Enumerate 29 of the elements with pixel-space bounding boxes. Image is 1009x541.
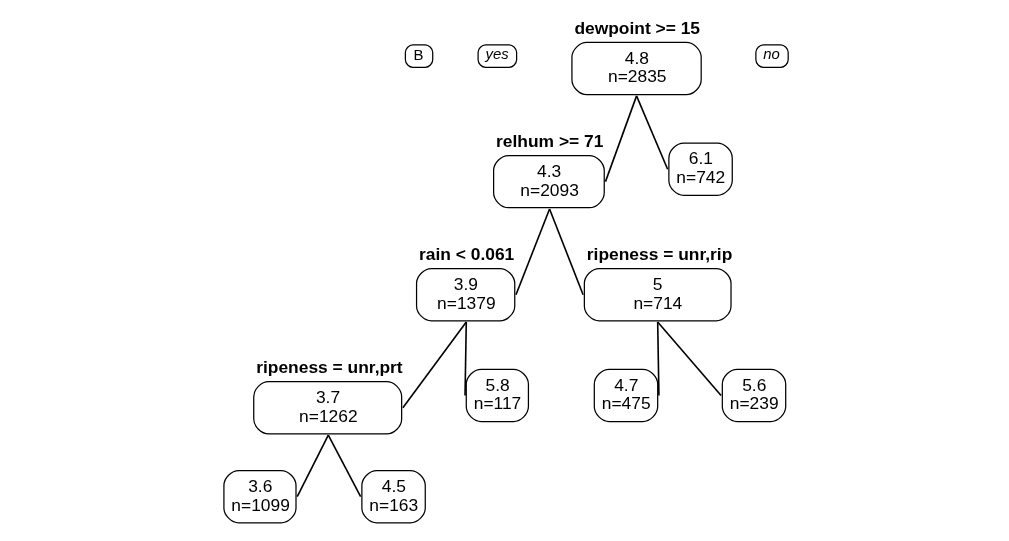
connector (604, 95, 638, 183)
node-box: 3.6 n=1099 (223, 470, 297, 524)
connector (548, 208, 584, 296)
node-label: relhum >= 71 (496, 131, 604, 152)
node-box: 5 n=714 (583, 268, 732, 322)
node-label: dewpoint >= 15 (574, 17, 701, 38)
node-box: 3.7 n=1262 (253, 381, 403, 435)
node-box: 4.7 n=475 (593, 368, 659, 423)
node-box: 4.8 n=2835 (571, 41, 702, 96)
connector (635, 95, 669, 170)
node-box: 5.6 n=239 (721, 368, 787, 423)
node-box: 3.9 n=1379 (415, 268, 516, 322)
node-box: 6.1 n=742 (668, 142, 733, 196)
node-label: rain < 0.061 (419, 244, 515, 265)
node-box: yes (477, 44, 518, 68)
connector (656, 321, 722, 397)
node-label: ripeness = unr,rip (586, 244, 733, 265)
node-box: 4.3 n=2093 (493, 154, 605, 209)
node-box: B (404, 44, 434, 68)
connector (464, 321, 468, 397)
connector (327, 434, 362, 498)
connector (656, 321, 660, 397)
connector (402, 321, 468, 409)
node-box: no (755, 44, 789, 68)
node-box: 4.5 n=163 (361, 470, 426, 524)
connector (515, 208, 551, 296)
node-label: ripeness = unr,prt (256, 357, 403, 378)
node-box: 5.8 n=117 (465, 368, 530, 423)
connector (296, 434, 330, 498)
